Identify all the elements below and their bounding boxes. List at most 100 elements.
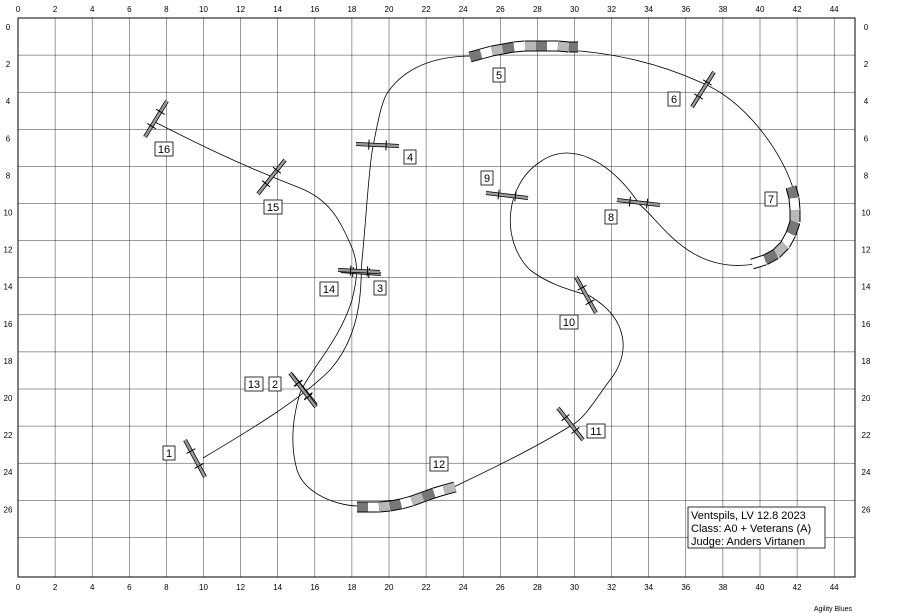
y-tick-label-right: 4 (864, 97, 869, 106)
obstacle-number-label: 11 (590, 426, 601, 438)
jump-wing (147, 123, 157, 130)
jump-bar (355, 142, 400, 148)
obstacle-number-box (480, 170, 494, 186)
obstacle-number-label: 12 (433, 459, 445, 471)
y-tick-label-left: 26 (4, 505, 13, 514)
tunnel-section (786, 185, 799, 200)
jump-bar (616, 198, 661, 207)
x-tick-label-bottom: 44 (830, 583, 839, 592)
x-tick-label-bottom: 38 (718, 583, 727, 592)
y-tick-label-left: 16 (4, 320, 13, 329)
y-tick-label-right: 14 (862, 283, 871, 292)
tunnel-section (479, 46, 494, 59)
jump-wing (514, 191, 517, 202)
tunnel-section (410, 492, 425, 506)
obstacle-1-jump: 1 (162, 439, 207, 478)
jump-wing (194, 463, 204, 469)
obstacle-7-tunnel: 7 (750, 185, 801, 270)
obstacle-number-label: 4 (407, 152, 413, 164)
x-tick-label-top: 28 (533, 5, 542, 14)
tunnel-section (389, 499, 402, 511)
x-tick-label-top: 40 (756, 5, 765, 14)
jump-wing (694, 93, 704, 100)
jump-wing (261, 180, 271, 188)
y-tick-label-left: 20 (4, 394, 13, 403)
obstacle-number-label: 15 (267, 202, 279, 214)
jump-wing (585, 299, 595, 306)
jump-wing (561, 414, 570, 422)
x-tick-label-top: 4 (90, 5, 95, 14)
x-tick-label-bottom: 0 (16, 583, 21, 592)
x-tick-label-bottom: 34 (644, 583, 653, 592)
x-tick-label-top: 8 (164, 5, 169, 14)
y-tick-label-left: 0 (6, 23, 11, 32)
x-tick-label-top: 20 (385, 5, 394, 14)
obstacle-number-label: 16 (158, 144, 170, 156)
x-tick-label-top: 6 (127, 5, 132, 14)
jump-wing (186, 448, 196, 454)
y-tick-label-right: 16 (862, 320, 871, 329)
jump-wing (571, 426, 580, 434)
x-tick-label-top: 22 (422, 5, 431, 14)
y-tick-label-right: 6 (864, 134, 869, 143)
tunnel-section (399, 496, 414, 509)
y-tick-label-left: 8 (6, 171, 11, 180)
obstacle-number-label: 10 (563, 317, 575, 329)
y-tick-label-left: 18 (4, 357, 13, 366)
x-tick-label-bottom: 18 (347, 583, 356, 592)
obstacle-9-jump: 9 (480, 170, 529, 202)
x-tick-label-bottom: 24 (459, 583, 468, 592)
obstacle-number-box (244, 376, 264, 392)
x-tick-label-top: 44 (830, 5, 839, 14)
x-tick-label-bottom: 4 (90, 583, 95, 592)
field-frame (17, 17, 856, 578)
tunnel-section (772, 241, 789, 258)
obstacle-number-box (492, 67, 506, 83)
x-tick-label-top: 12 (236, 5, 245, 14)
tunnel-section (432, 485, 446, 498)
jump-bar (257, 159, 286, 195)
x-tick-label-bottom: 30 (570, 583, 579, 592)
jump-bar (337, 268, 381, 274)
obstacle-15-jump: 15 (256, 158, 287, 215)
x-tick-label-bottom: 40 (756, 583, 765, 592)
tunnel-section (468, 49, 483, 62)
obstacle-number-label: 13 (248, 379, 260, 391)
obstacle-8-jump: 8 (604, 196, 661, 225)
x-tick-label-bottom: 2 (53, 583, 58, 592)
x-tick-label-top: 30 (570, 5, 579, 14)
x-tick-label-bottom: 16 (310, 583, 319, 592)
obstacle-5-tunnel: 5 (468, 40, 578, 83)
tunnel-section (789, 197, 800, 211)
obstacle-number-label: 3 (377, 283, 383, 295)
x-tick-label-top: 14 (273, 5, 282, 14)
y-tick-label-right: 0 (864, 23, 869, 32)
jump-wing (646, 198, 649, 209)
jump-bar (485, 191, 529, 200)
x-tick-label-top: 38 (718, 5, 727, 14)
y-tick-label-right: 8 (864, 171, 869, 180)
y-tick-label-left: 24 (4, 468, 13, 477)
obstacle-number-label: 5 (496, 70, 502, 82)
tunnel-section (786, 220, 800, 236)
y-tick-label-right: 18 (862, 357, 871, 366)
info-judge: Judge: Anders Virtanen (691, 536, 805, 548)
obstacle-number-label: 9 (484, 173, 490, 185)
y-tick-label-left: 4 (6, 97, 11, 106)
y-tick-label-left: 6 (6, 134, 11, 143)
x-tick-label-top: 18 (347, 5, 356, 14)
obstacle-number-box (162, 445, 176, 461)
jump-bar (690, 71, 716, 108)
x-tick-label-bottom: 14 (273, 583, 282, 592)
x-tick-label-top: 0 (16, 5, 21, 14)
obstacle-12-tunnel: 12 (357, 456, 457, 513)
jump-bar (183, 439, 207, 478)
obstacle-number-box (373, 280, 387, 296)
jump-bar (143, 100, 169, 138)
obstacle-number-box (154, 141, 174, 157)
jump-wing (272, 166, 282, 174)
jump-wing (155, 108, 165, 115)
x-tick-label-bottom: 10 (199, 583, 208, 592)
obstacle-number-label: 8 (608, 212, 614, 224)
